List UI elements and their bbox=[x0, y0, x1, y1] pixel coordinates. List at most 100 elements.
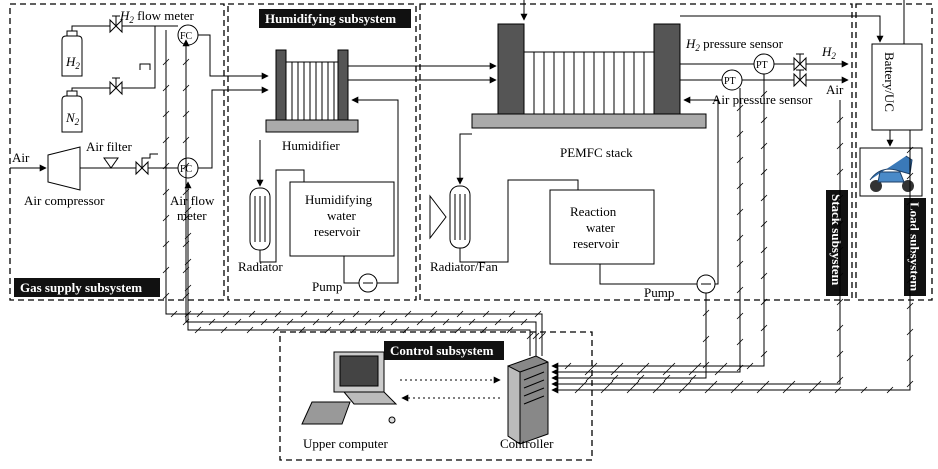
signal-tick bbox=[663, 374, 671, 382]
h2-outlet-valve[interactable] bbox=[793, 53, 807, 72]
signal-tick bbox=[162, 188, 170, 196]
signal-tick bbox=[906, 354, 914, 362]
signal-tick bbox=[350, 326, 358, 334]
load-label: Load subsystem bbox=[907, 202, 922, 291]
signal-tick bbox=[760, 272, 768, 280]
stack-pump bbox=[696, 274, 716, 294]
n2-valve[interactable] bbox=[109, 77, 123, 96]
signal-tick bbox=[162, 162, 170, 170]
signal-tick bbox=[834, 386, 842, 394]
n2-check bbox=[139, 63, 151, 70]
air-filter bbox=[103, 157, 119, 169]
signal-tick bbox=[662, 368, 670, 376]
signal-tick bbox=[632, 380, 640, 388]
signal-tick bbox=[906, 146, 914, 154]
signal-tick bbox=[756, 386, 764, 394]
signal-tick bbox=[730, 386, 738, 394]
signal-tick bbox=[352, 310, 360, 318]
pump-to-humidifier bbox=[351, 96, 399, 284]
air-outlet-valve[interactable] bbox=[793, 69, 807, 88]
signal-tick bbox=[760, 168, 768, 176]
air-feed-to-humidifier bbox=[198, 86, 269, 169]
h2-flow-controller[interactable]: FC bbox=[177, 24, 199, 46]
signal-tick bbox=[442, 318, 450, 326]
signal-tick bbox=[836, 376, 844, 384]
reservoir-to-pump bbox=[343, 256, 359, 284]
air-flow-controller[interactable]: FC bbox=[177, 157, 199, 179]
signal-tick bbox=[610, 368, 618, 376]
signal-tick bbox=[162, 136, 170, 144]
signal-tick bbox=[428, 326, 436, 334]
load-tag: Load subsystem bbox=[904, 198, 926, 296]
signal-tick bbox=[208, 318, 216, 326]
signal-tick bbox=[836, 168, 844, 176]
signal-tick bbox=[564, 362, 572, 370]
signal-tick bbox=[184, 310, 192, 318]
signal-tick bbox=[760, 246, 768, 254]
signal-tick bbox=[584, 368, 592, 376]
h2-pressure-sensor-label: H2 pressure sensor bbox=[685, 36, 784, 53]
signal-tick bbox=[906, 380, 914, 388]
humidifying-radiator bbox=[249, 187, 271, 251]
h2-pressure-transmitter[interactable]: PT bbox=[753, 53, 775, 75]
signal-tick bbox=[736, 312, 744, 320]
signal-tick bbox=[836, 142, 844, 150]
signal-tick bbox=[260, 318, 268, 326]
signal-tick bbox=[906, 250, 914, 258]
stack-to-radiator bbox=[456, 133, 472, 185]
signal-tick bbox=[637, 374, 645, 382]
air-inlet-label: Air bbox=[12, 150, 30, 165]
air-out-label: Air bbox=[826, 82, 844, 97]
h2-valve[interactable] bbox=[109, 15, 123, 34]
signal-tick bbox=[836, 298, 844, 306]
signal-tick bbox=[760, 142, 768, 150]
signal-tick bbox=[684, 380, 692, 388]
signal-tick bbox=[184, 284, 192, 292]
svg-text:N2: N2 bbox=[65, 110, 80, 127]
signal-tick bbox=[886, 386, 894, 394]
signal-tick bbox=[326, 310, 334, 318]
signal-tick bbox=[760, 220, 768, 228]
signal-tick bbox=[182, 318, 190, 326]
signal-tick bbox=[720, 362, 728, 370]
signal-tick bbox=[760, 350, 768, 358]
air-compressor-label: Air compressor bbox=[24, 193, 105, 208]
signal-tick bbox=[182, 110, 190, 118]
signal-h2-pt bbox=[551, 74, 765, 370]
svg-text:water: water bbox=[327, 208, 357, 223]
signal-tick bbox=[814, 380, 822, 388]
signal-tick bbox=[689, 374, 697, 382]
signal-tick bbox=[658, 380, 666, 388]
pemfc-stack-label: PEMFC stack bbox=[560, 145, 633, 160]
svg-text:reservoir: reservoir bbox=[573, 236, 620, 251]
signal-tick bbox=[454, 326, 462, 334]
signal-tick bbox=[760, 116, 768, 124]
h2-out-label: H2 bbox=[821, 44, 836, 61]
svg-text:Reaction: Reaction bbox=[570, 204, 617, 219]
air-pressure-transmitter[interactable]: PT bbox=[721, 69, 743, 91]
signal-tick bbox=[248, 310, 256, 318]
signal-tick bbox=[520, 318, 528, 326]
signal-tick bbox=[574, 386, 582, 394]
signal-tick bbox=[616, 362, 624, 370]
humidifying-panel bbox=[227, 3, 417, 301]
signal-tick bbox=[736, 364, 744, 372]
signal-tick bbox=[538, 332, 546, 340]
signal-air-pt bbox=[551, 88, 741, 376]
stack-panel bbox=[419, 3, 853, 301]
signal-tick bbox=[746, 362, 754, 370]
signal-tick bbox=[906, 302, 914, 310]
signal-tick bbox=[196, 310, 204, 318]
signal-tick bbox=[736, 338, 744, 346]
air-valve[interactable] bbox=[135, 153, 158, 176]
signal-tick bbox=[182, 58, 190, 66]
signal-tick bbox=[222, 310, 230, 318]
stack-pump-label: Pump bbox=[644, 285, 674, 300]
air-compressor bbox=[47, 146, 81, 191]
signal-tick bbox=[906, 198, 914, 206]
signal-tick bbox=[234, 318, 242, 326]
upper-computer-label: Upper computer bbox=[303, 436, 389, 451]
signal-tick bbox=[482, 310, 490, 318]
signal-tick bbox=[468, 318, 476, 326]
signal-tick bbox=[585, 374, 593, 382]
